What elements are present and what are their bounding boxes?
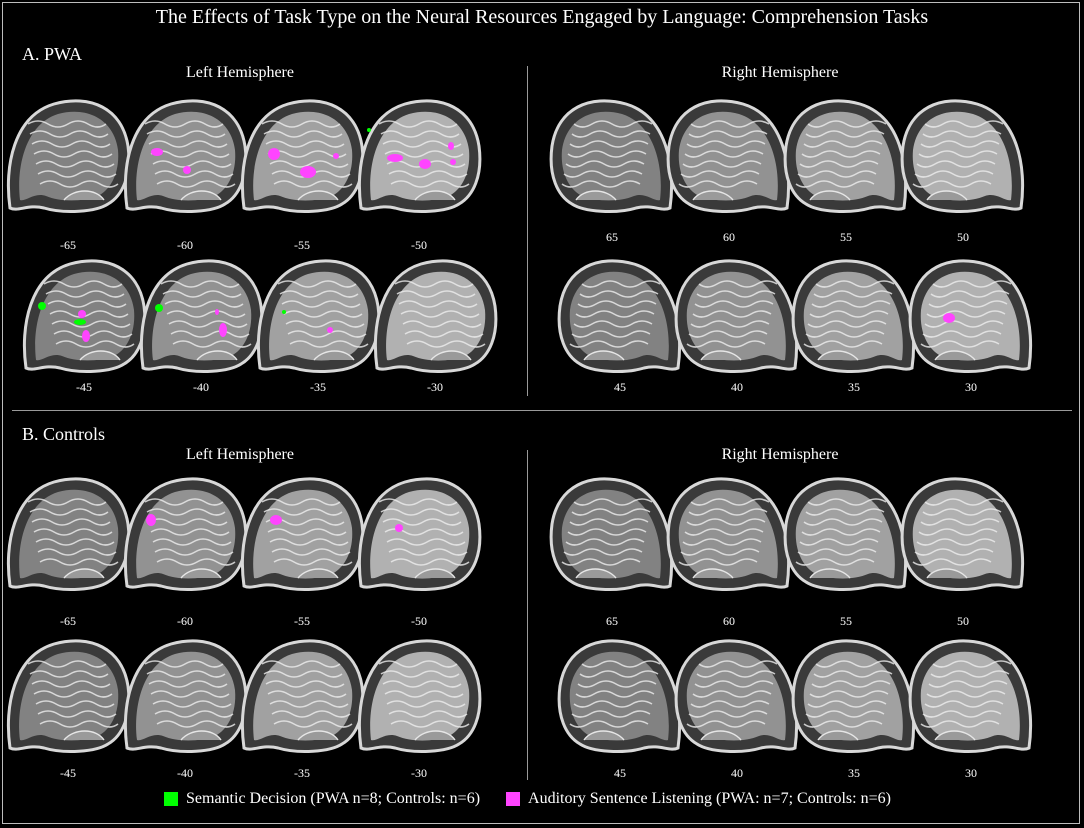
legend-label-semantic: Semantic Decision (PWA n=8; Controls: n=… <box>186 790 481 807</box>
slice-coordinate-label: -40 <box>193 380 209 394</box>
brain-slice-controls-left-bottom-1 <box>4 636 132 756</box>
legend-item-auditory: Auditory Sentence Listening (PWA: n=7; C… <box>506 790 891 808</box>
brain-slice-pwa-left-top-3 <box>238 96 366 216</box>
slice-coordinate-label: -60 <box>177 238 193 252</box>
brain-slice-pwa-right-bottom-4 <box>907 256 1035 376</box>
slice-coordinate-label: -30 <box>427 380 443 394</box>
legend: Semantic Decision (PWA n=8; Controls: n=… <box>164 790 917 808</box>
slice-coordinate-label: 45 <box>614 380 626 394</box>
slice-coordinate-label: 30 <box>965 766 977 780</box>
brain-slice-pwa-right-bottom-1 <box>556 256 684 376</box>
brain-slice-pwa-left-bottom-4 <box>371 256 499 376</box>
brain-slice-pwa-right-bottom-3 <box>790 256 918 376</box>
panel-a-hemisphere-divider <box>527 66 528 396</box>
brain-slice-controls-left-top-1 <box>4 474 132 594</box>
panel-a-left-hemisphere-label: Left Hemisphere <box>186 64 294 81</box>
slice-coordinate-label: -60 <box>177 614 193 628</box>
brain-slice-controls-left-top-4 <box>355 474 483 594</box>
slice-coordinate-label: 35 <box>848 766 860 780</box>
brain-slice-pwa-right-top-3 <box>782 96 910 216</box>
brain-slice-controls-left-bottom-3 <box>238 636 366 756</box>
slice-coordinate-label: 60 <box>723 230 735 244</box>
brain-slice-controls-right-bottom-2 <box>673 636 801 756</box>
brain-slice-controls-right-bottom-3 <box>790 636 918 756</box>
brain-slice-pwa-left-top-1 <box>4 96 132 216</box>
slice-coordinate-label: 30 <box>965 380 977 394</box>
slice-coordinate-label: 50 <box>957 614 969 628</box>
panel-b-right-hemisphere-label: Right Hemisphere <box>721 446 839 463</box>
brain-slice-controls-right-bottom-4 <box>907 636 1035 756</box>
brain-slice-controls-right-top-2 <box>665 474 793 594</box>
panel-b-hemisphere-divider <box>527 450 528 780</box>
slice-coordinate-label: -45 <box>76 380 92 394</box>
panel-a-label: A. PWA <box>22 44 83 64</box>
slice-coordinate-label: -35 <box>310 380 326 394</box>
slice-coordinate-label: 45 <box>614 766 626 780</box>
brain-slice-pwa-left-top-4 <box>355 96 483 216</box>
brain-slice-controls-left-bottom-4 <box>355 636 483 756</box>
slice-coordinate-label: -65 <box>60 238 76 252</box>
brain-slice-controls-left-top-2 <box>121 474 249 594</box>
brain-slice-pwa-left-bottom-3 <box>254 256 382 376</box>
panel-b-label: B. Controls <box>22 424 106 444</box>
brain-slice-controls-right-top-4 <box>899 474 1027 594</box>
brain-slice-pwa-right-top-1 <box>548 96 676 216</box>
brain-slice-pwa-right-top-2 <box>665 96 793 216</box>
slice-coordinate-label: 55 <box>840 614 852 628</box>
slice-coordinate-label: -40 <box>177 766 193 780</box>
panel-b-left-hemisphere-label: Left Hemisphere <box>186 446 294 463</box>
slice-coordinate-label: 55 <box>840 230 852 244</box>
brain-slice-pwa-left-top-2 <box>121 96 249 216</box>
brain-slice-controls-left-top-3 <box>238 474 366 594</box>
brain-slice-controls-right-bottom-1 <box>556 636 684 756</box>
legend-swatch-auditory <box>506 792 521 806</box>
slice-coordinate-label: -55 <box>294 614 310 628</box>
slice-coordinate-label: 60 <box>723 614 735 628</box>
legend-swatch-semantic <box>164 792 178 806</box>
figure-title: The Effects of Task Type on the Neural R… <box>155 6 929 28</box>
brain-slice-controls-right-top-3 <box>782 474 910 594</box>
brain-slice-controls-left-bottom-2 <box>121 636 249 756</box>
slice-coordinate-label: 40 <box>731 380 743 394</box>
slice-coordinate-label: -35 <box>294 766 310 780</box>
slice-coordinate-label: -30 <box>411 766 427 780</box>
slice-coordinate-label: 65 <box>606 614 618 628</box>
panel-divider <box>12 410 1072 411</box>
slice-coordinate-label: -55 <box>294 238 310 252</box>
slice-coordinate-label: 50 <box>957 230 969 244</box>
slice-coordinate-label: 65 <box>606 230 618 244</box>
slice-coordinate-label: -50 <box>411 238 427 252</box>
panel-a-right-hemisphere-label: Right Hemisphere <box>721 64 839 81</box>
slice-coordinate-label: -45 <box>60 766 76 780</box>
brain-slice-pwa-left-bottom-2 <box>137 256 265 376</box>
slice-coordinate-label: 40 <box>731 766 743 780</box>
brain-slice-pwa-right-top-4 <box>899 96 1027 216</box>
brain-slice-pwa-right-bottom-2 <box>673 256 801 376</box>
slice-coordinate-label: 35 <box>848 380 860 394</box>
slice-coordinate-label: -65 <box>60 614 76 628</box>
legend-item-semantic: Semantic Decision (PWA n=8; Controls: n=… <box>164 790 480 808</box>
brain-slice-pwa-left-bottom-1 <box>20 256 148 376</box>
brain-slice-controls-right-top-1 <box>548 474 676 594</box>
legend-label-auditory: Auditory Sentence Listening (PWA: n=7; C… <box>528 790 891 807</box>
slice-coordinate-label: -50 <box>411 614 427 628</box>
